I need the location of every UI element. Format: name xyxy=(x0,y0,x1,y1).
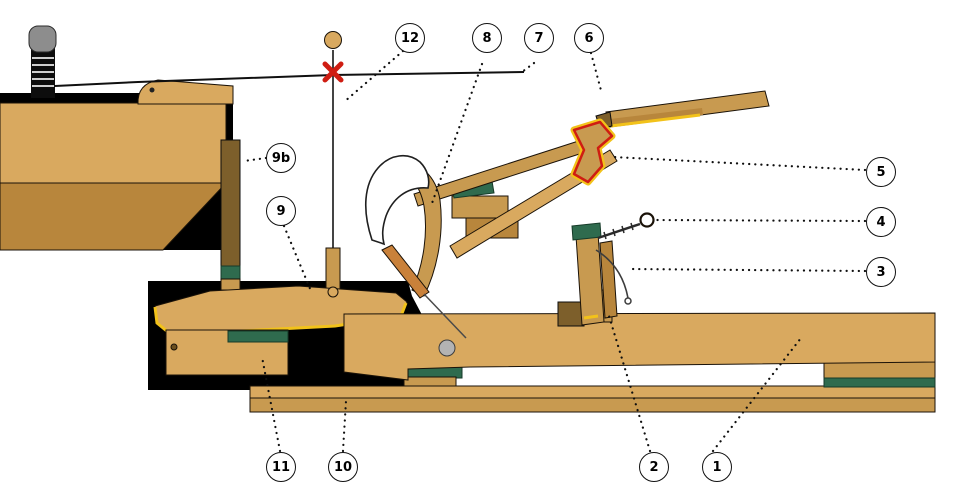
leader-12 xyxy=(342,49,405,104)
orange-lever xyxy=(381,244,430,299)
callout-label: 9 xyxy=(276,203,286,219)
callout-4: 4 xyxy=(866,207,896,237)
balance-pin-hole xyxy=(438,339,456,357)
damper-guide-rail xyxy=(220,139,241,291)
key xyxy=(343,312,936,381)
strike-point-marker xyxy=(322,61,344,83)
damper-dowel xyxy=(325,247,341,291)
callout-label: 12 xyxy=(400,30,420,46)
leader-4 xyxy=(653,218,867,223)
leader-1 xyxy=(711,336,803,453)
pin-grip-lines xyxy=(32,57,54,87)
lever-wire xyxy=(423,293,467,339)
callout-label: 1 xyxy=(712,459,722,475)
leader-lines xyxy=(242,49,867,453)
hammer-wood xyxy=(393,159,442,297)
callout-label: 7 xyxy=(534,30,544,46)
hammer-rest-rail xyxy=(595,90,770,130)
leader-6 xyxy=(589,51,604,96)
callout-label: 11 xyxy=(271,459,291,475)
leader-2 xyxy=(607,314,652,453)
leader-11 xyxy=(260,355,282,453)
screw-head xyxy=(170,343,178,351)
spring-hook xyxy=(624,297,632,305)
pinblock-lower xyxy=(0,182,228,251)
callout-9b: 9b xyxy=(266,143,296,173)
damper-assembly xyxy=(324,31,342,291)
jack xyxy=(571,222,618,326)
callout-11: 11 xyxy=(266,452,296,482)
tuning-pin xyxy=(28,25,57,98)
leader-5 xyxy=(611,155,867,172)
callout-9: 9 xyxy=(266,196,296,226)
callout-2: 2 xyxy=(639,452,669,482)
regulating-screw xyxy=(597,212,655,240)
callout-label: 6 xyxy=(584,30,594,46)
callout-label: 8 xyxy=(482,30,492,46)
leader-8 xyxy=(429,62,484,208)
callout-label: 9b xyxy=(271,150,291,166)
callout-6: 6 xyxy=(574,23,604,53)
leader-3 xyxy=(630,267,867,273)
callout-12: 12 xyxy=(395,23,425,53)
callout-5: 5 xyxy=(866,157,896,187)
hinge-bracket xyxy=(570,118,616,186)
damper-head xyxy=(324,31,342,49)
callout-label: 3 xyxy=(876,264,886,280)
key-rear-block xyxy=(823,359,936,388)
leader-7 xyxy=(520,61,536,74)
front-support-block xyxy=(165,329,289,376)
damper-lever-knob xyxy=(327,286,339,298)
jack-spring xyxy=(595,249,629,299)
callout-label: 2 xyxy=(649,459,659,475)
hammer xyxy=(364,155,442,297)
nut-pin xyxy=(149,87,155,93)
callout-3: 3 xyxy=(866,257,896,287)
string-nut xyxy=(137,79,234,105)
callout-10: 10 xyxy=(328,452,358,482)
keybed xyxy=(249,385,936,413)
callout-8: 8 xyxy=(472,23,502,53)
leader-9b xyxy=(242,156,268,163)
callout-label: 4 xyxy=(876,214,886,230)
pinblock-beam xyxy=(0,102,227,184)
callout-7: 7 xyxy=(524,23,554,53)
leader-9 xyxy=(282,224,313,293)
callout-1: 1 xyxy=(702,452,732,482)
whippen-heel xyxy=(557,301,585,327)
string xyxy=(54,71,525,87)
jack-felt xyxy=(571,222,602,241)
callout-label: 10 xyxy=(333,459,353,475)
callout-label: 5 xyxy=(876,164,886,180)
leader-10 xyxy=(341,399,348,453)
hammer-felt xyxy=(364,155,430,246)
